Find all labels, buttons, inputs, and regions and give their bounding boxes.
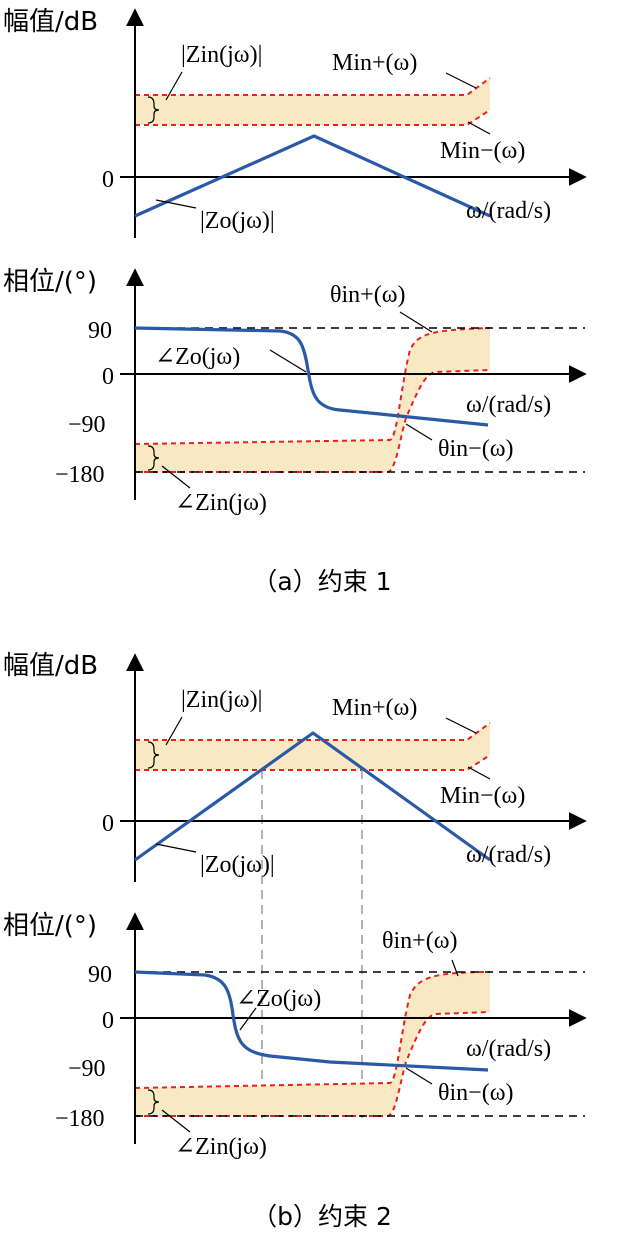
panel-a-zin-leader-line: [165, 71, 183, 101]
panel-a-mag-x-label: ω/(rad/s): [466, 198, 551, 224]
panel-b-thplus-label: θin+(ω): [382, 928, 457, 954]
panel-b-magnitude-plot: 幅值/dB 0 ω/(rad/s) |Zin(jω)| Min+(ω) Min−…: [3, 651, 587, 1118]
panel-b-thminus-leader-line: [405, 1067, 433, 1085]
panel-a-mminus-label: Min−(ω): [440, 138, 525, 164]
panel-a-thminus-label: θin−(ω): [438, 436, 513, 462]
panel-b-mag-x-label: ω/(rad/s): [466, 842, 551, 868]
panel-a-zin-phase-leader-line: [161, 465, 191, 489]
panel-b-mminus-leader-line: [467, 766, 491, 780]
panel-b-phase-tick-neg90: −90: [68, 1056, 106, 1082]
panel-a-zin-phase-label: ∠Zin(jω): [175, 490, 267, 516]
panel-b: 幅值/dB 0 ω/(rad/s) |Zin(jω)| Min+(ω) Min−…: [3, 651, 587, 1231]
panel-b-zin-phase-label: ∠Zin(jω): [175, 1134, 267, 1160]
panel-a-mminus-leader-line: [467, 121, 491, 135]
panel-a-mplus-leader-line: [445, 72, 477, 89]
panel-a-phase-plot: 相位/(°) 90 0 −90 −180 ω/(rad/s) ∠Zo(jω) θ…: [3, 267, 587, 516]
panel-b-thminus-label: θin−(ω): [438, 1080, 513, 1106]
panel-a-thminus-leader-line: [405, 423, 433, 441]
panel-b-zo-leader-line: [155, 843, 197, 853]
panel-a-mminus-bound: [135, 109, 491, 126]
panel-b-mplus-leader-line: [445, 717, 477, 734]
panel-b-zin-magnitude-band: [135, 723, 490, 770]
panel-b-zo-magnitude-curve: [134, 731, 491, 862]
panel-a-zo-leader-line: [155, 199, 197, 209]
panel-b-mag-zero-tick: 0: [102, 811, 114, 837]
panel-b-zin-phase-leader-line: [161, 1109, 191, 1133]
panel-a-zo-magnitude-curve: [134, 134, 491, 218]
panel-b-mminus-label: Min−(ω): [440, 783, 525, 809]
panel-a-zo-phase-leader-line: [269, 349, 307, 373]
panel-b-phase-tick-90: 90: [88, 962, 112, 988]
panel-a-phase-tick-neg90: −90: [68, 412, 106, 438]
panel-b-thplus-leader-line: [451, 959, 459, 977]
panel-a-mplus-bound: [135, 77, 491, 96]
panel-b-mplus-bound: [135, 722, 491, 741]
panel-a-zin-label: |Zin(jω)|: [181, 42, 262, 68]
panel-b-thplus-bound: [134, 971, 491, 1089]
panel-a-thplus-bound: [134, 327, 491, 445]
panel-a-phase-x-label: ω/(rad/s): [466, 392, 551, 418]
panel-b-zin-label: |Zin(jω)|: [181, 687, 262, 713]
panel-a-thplus-leader-line: [399, 311, 433, 333]
panel-b-zo-label: |Zo(jω)|: [200, 852, 275, 878]
panel-b-phase-x-label: ω/(rad/s): [466, 1036, 551, 1062]
panel-a-phase-tick-neg180: −180: [55, 462, 105, 488]
panel-a-mag-zero-tick: 0: [102, 167, 114, 193]
panel-a-zin-brace: [147, 96, 160, 124]
panel-b-zin-brace: [147, 741, 160, 769]
panel-b-mag-y-label: 幅值/dB: [3, 651, 98, 681]
panel-a-mag-y-label: 幅值/dB: [3, 7, 98, 37]
panel-b-zin-leader-line: [165, 716, 183, 746]
panel-a-zin-magnitude-band: [135, 78, 490, 125]
panel-a-phase-tick-0: 0: [102, 364, 114, 390]
panel-b-zin-phase-brace: [147, 1089, 160, 1115]
panel-a-magnitude-plot: 幅值/dB 0 ω/(rad/s) |Zin(jω)| Min+(ω) Min−…: [3, 7, 587, 238]
panel-b-phase-tick-0: 0: [102, 1008, 114, 1034]
panel-a-thplus-label: θin+(ω): [330, 282, 405, 308]
panel-b-phase-y-label: 相位/(°): [3, 911, 97, 941]
panel-a-phase-tick-90: 90: [88, 318, 112, 344]
panel-b-zo-phase-curve: [134, 970, 489, 1072]
panel-b-phase-plot: 相位/(°) 90 0 −90 −180 ω/(rad/s) ∠Zo(jω) θ…: [3, 911, 587, 1160]
panel-b-mminus-bound: [135, 754, 491, 771]
panel-a-zo-phase-curve: [134, 326, 489, 427]
panel-a-zo-phase-label: ∠Zo(jω): [155, 344, 240, 370]
panel-a-caption: （a）约束 1: [252, 567, 391, 596]
panel-a-mplus-label: Min+(ω): [332, 50, 417, 76]
panel-b-zo-phase-leader-line: [239, 1007, 257, 1031]
panel-a-zin-phase-brace: [147, 445, 160, 471]
panel-b-mplus-label: Min+(ω): [332, 695, 417, 721]
panel-a-zo-label: |Zo(jω)|: [200, 208, 275, 234]
panel-b-zo-phase-label: ∠Zo(jω): [236, 986, 321, 1012]
panel-b-caption: （b）约束 2: [252, 1202, 392, 1231]
panel-a-phase-y-label: 相位/(°): [3, 267, 97, 297]
panel-b-phase-tick-neg180: −180: [55, 1106, 105, 1132]
panel-a: 幅值/dB 0 ω/(rad/s) |Zin(jω)| Min+(ω) Min−…: [3, 7, 587, 596]
